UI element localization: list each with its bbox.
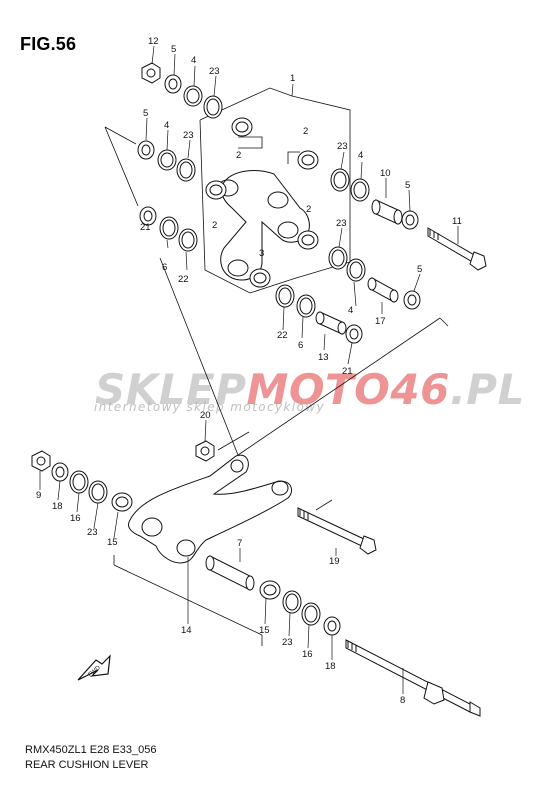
lever-left-stack [31, 450, 133, 512]
callout-4: 4 [358, 150, 363, 161]
callout-4: 4 [191, 55, 196, 66]
fwd-arrow-icon: FWD [77, 654, 111, 681]
callout-22: 22 [277, 330, 288, 341]
bolt-19 [297, 507, 377, 555]
model-code: RMX450ZL1 E28 E33_056 [25, 744, 157, 756]
watermark-brand-mid: MOTO [246, 365, 391, 414]
watermark-brand-num: 46 [390, 365, 450, 414]
figure-number: FIG.56 [20, 34, 77, 54]
callout-23: 23 [336, 218, 347, 229]
callout-16: 16 [70, 513, 81, 524]
callout-2: 2 [212, 220, 217, 231]
callout-6: 6 [162, 262, 167, 273]
lower-middle-stack [275, 284, 363, 344]
callout-23: 23 [183, 130, 194, 141]
callout-12: 12 [148, 36, 159, 47]
needle-bearings-rod [205, 117, 319, 288]
left-seal-stack [139, 206, 198, 252]
callout-5: 5 [171, 44, 176, 55]
callout-14: 14 [181, 625, 192, 636]
cushion-rod-assembly [217, 170, 310, 281]
callout-5: 5 [405, 180, 410, 191]
callout-4: 4 [164, 120, 169, 131]
right-upper-stack [330, 168, 487, 271]
right-middle-stack [328, 246, 421, 310]
lever-right-stack [205, 555, 341, 636]
watermark-logo: SKLEPMOTO46.PL [95, 365, 525, 414]
callout-21: 21 [140, 222, 151, 233]
figure-name: REAR CUSHION LEVER [25, 759, 149, 771]
cushion-lever [127, 454, 292, 564]
callout-3: 3 [259, 248, 264, 259]
callout-15: 15 [107, 537, 118, 548]
callout-2: 2 [306, 204, 311, 215]
callout-8: 8 [400, 695, 405, 706]
callout-19: 19 [329, 556, 340, 567]
watermark-brand-tld: .PL [449, 365, 525, 414]
callout-5: 5 [143, 108, 148, 119]
nut-20 [195, 440, 215, 462]
callout-7: 7 [237, 538, 242, 549]
callout-23: 23 [87, 527, 98, 538]
callout-11: 11 [452, 216, 462, 227]
callout-2: 2 [236, 150, 241, 161]
callout-5: 5 [417, 264, 422, 275]
assembly-lines [104, 87, 449, 646]
callout-4: 4 [348, 305, 353, 316]
leader-lines [39, 45, 459, 694]
callout-23: 23 [209, 66, 220, 77]
callout-9: 9 [36, 490, 41, 501]
callout-1: 1 [290, 73, 295, 84]
callout-23: 23 [337, 141, 348, 152]
watermark-brand-left: SKLEP [95, 365, 247, 414]
watermark-tagline: internetowy sklep motocyklowy [94, 400, 325, 414]
callout-17: 17 [375, 316, 386, 327]
callout-16: 16 [302, 649, 313, 660]
callout-2: 2 [303, 126, 308, 137]
callout-20: 20 [200, 410, 211, 421]
callout-23: 23 [282, 637, 293, 648]
bolt-8 [345, 639, 481, 717]
callout-21: 21 [342, 366, 353, 377]
upper-seal-stack [137, 62, 223, 182]
callout-10: 10 [380, 168, 391, 179]
callout-numbers: 12 5 4 23 1 5 4 23 2 2 2 2 3 23 4 10 5 1… [36, 36, 462, 706]
callout-6: 6 [298, 340, 303, 351]
callout-22: 22 [178, 274, 189, 285]
callout-15: 15 [259, 625, 270, 636]
callout-18: 18 [325, 661, 336, 672]
callout-18: 18 [52, 501, 63, 512]
callout-13: 13 [318, 352, 329, 363]
